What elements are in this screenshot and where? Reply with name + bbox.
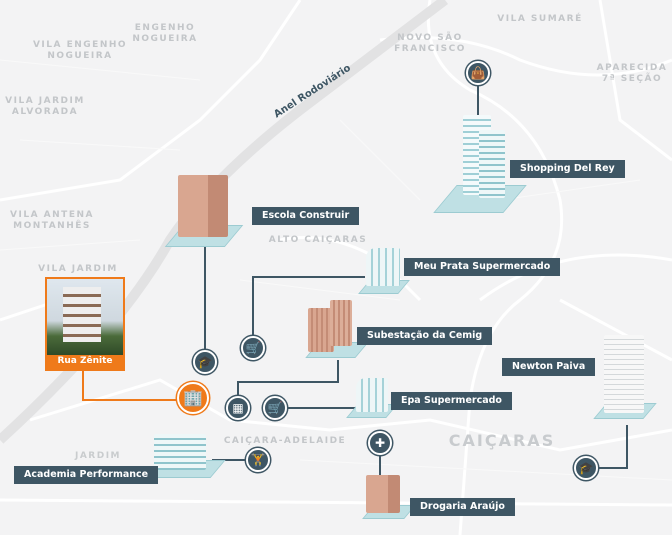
place-label-meu-prata[interactable]: Meu Prata Supermercado (404, 258, 561, 276)
cart-icon[interactable]: 🛒 (241, 336, 265, 360)
place-label-newton-paiva[interactable]: Newton Paiva (502, 358, 596, 376)
place-label-shopping-del-rey[interactable]: Shopping Del Rey (510, 160, 625, 178)
place-label-drogaria-araujo[interactable]: Drogaria Araújo (410, 498, 515, 516)
graduation-cap-icon[interactable]: 🎓 (193, 350, 217, 374)
neighborhood-label: VILA JARDIM (38, 264, 118, 274)
building-icon[interactable]: 🏢 (177, 382, 209, 414)
neighborhood-label: JARDIM (74, 451, 122, 461)
shopping-bag-icon[interactable]: 👜 (466, 61, 490, 85)
place-label-academia-performance[interactable]: Academia Performance (14, 466, 159, 484)
weightlifting-icon[interactable]: 🏋 (246, 448, 270, 472)
featured-property-label: Rua Zênite (57, 356, 113, 366)
neighborhood-label: ALTO CAIÇARAS (268, 235, 368, 245)
featured-property-card[interactable]: Rua Zênite (45, 277, 125, 371)
place-label-epa[interactable]: Epa Supermercado (391, 392, 512, 410)
neighborhood-label: VILA ANTENA MONTANHÊS (10, 210, 94, 231)
neighborhood-label: CAIÇARA-ADELAIDE (223, 436, 347, 446)
graduation-cap-icon[interactable]: 🎓 (574, 456, 598, 480)
neighborhood-label: VILA JARDIM ALVORADA (5, 96, 85, 117)
neighborhood-label: NOVO SÃO FRANCISCO (394, 33, 466, 54)
property-photo (47, 279, 123, 355)
cart-icon[interactable]: 🛒 (263, 396, 287, 420)
place-label-escola-construir[interactable]: Escola Construir (252, 207, 360, 225)
office-building-icon[interactable]: ▦ (226, 396, 250, 420)
featured-connector (82, 370, 178, 401)
neighborhood-label: CAIÇARAS (448, 431, 556, 450)
neighborhood-label: VILA SUMARÉ (497, 14, 583, 24)
place-label-subestacao-cemig[interactable]: Subestação da Cemig (357, 327, 493, 345)
pharmacy-icon[interactable]: ✚ (368, 431, 392, 455)
neighborhood-label: VILA ENGENHO NOGUEIRA (32, 40, 128, 61)
neighborhood-label: ENGENHO NOGUEIRA (132, 23, 198, 44)
neighborhood-label: APARECIDA 7ª SEÇÃO (596, 63, 668, 84)
